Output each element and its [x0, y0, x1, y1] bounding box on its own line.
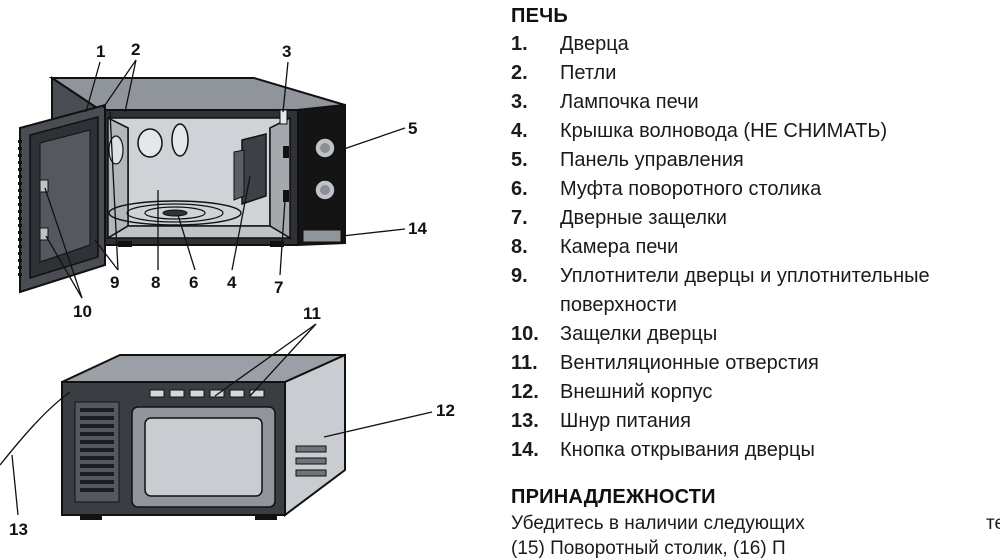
- callout-14: 14: [408, 219, 427, 238]
- callout-13: 13: [9, 520, 28, 539]
- leader-lines: [11, 59, 433, 516]
- accessories-text-line2: (15) Поворотный столик, (16) П: [511, 538, 786, 559]
- callout-5: 5: [408, 119, 417, 138]
- accessories-text: Убедитесь в наличии следующих: [511, 513, 805, 534]
- accessories-section-title: ПРИНАДЛЕЖНОСТИ: [511, 486, 716, 508]
- callout-4: 4: [227, 273, 237, 292]
- microwave-parts-diagram: 1 2 3 5 14 9 8 6 4 7 10 11 12 13: [0, 40, 455, 539]
- oven-section-title: ПЕЧЬ: [511, 5, 568, 27]
- callout-1: 1: [96, 42, 105, 61]
- parts-legend: ПЕЧЬ 1.Дверца 2.Петли 3.Лампочка печи 4.…: [511, 0, 1000, 559]
- microwave-back-view: [0, 353, 346, 520]
- callout-6: 6: [189, 273, 198, 292]
- callout-9: 9: [110, 273, 119, 292]
- callout-2: 2: [131, 40, 140, 59]
- callout-3: 3: [282, 42, 291, 61]
- accessories-text-fragment: те: [986, 513, 1000, 534]
- callout-10: 10: [73, 302, 92, 321]
- callout-11: 11: [303, 304, 321, 323]
- callout-12: 12: [436, 401, 455, 420]
- callout-7: 7: [274, 278, 283, 297]
- callout-8: 8: [151, 273, 160, 292]
- microwave-front-view: [18, 76, 346, 294]
